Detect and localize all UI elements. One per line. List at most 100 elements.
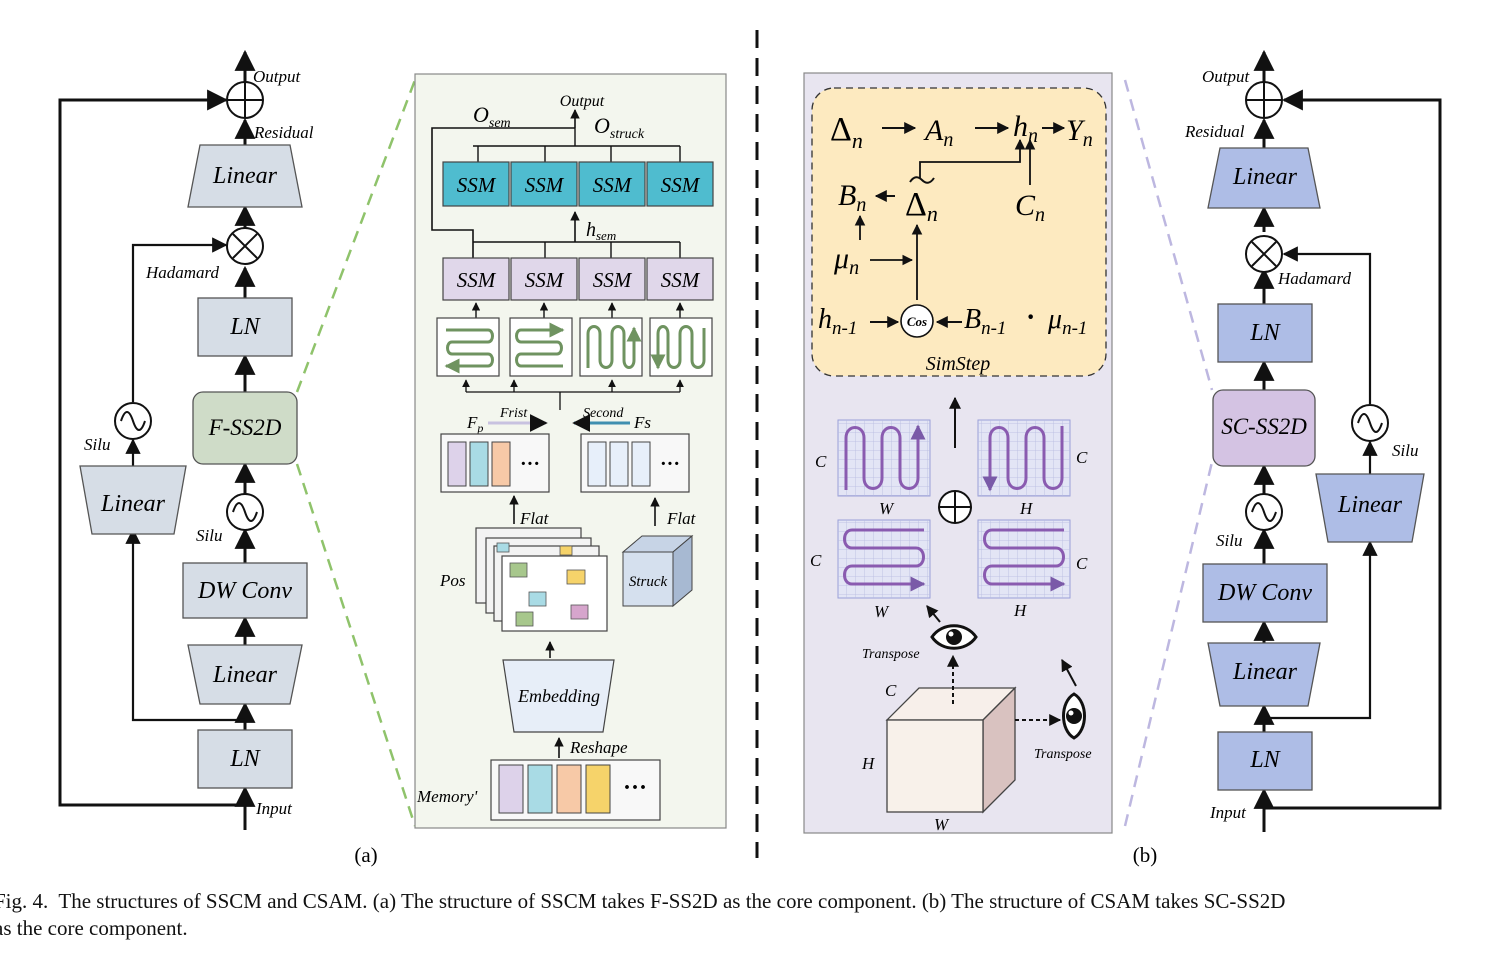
ln-bottom-block [197, 729, 293, 789]
linear-top-label: Linear [212, 163, 278, 189]
mu-n: μn [833, 242, 859, 279]
fp-ellipsis: ··· [520, 453, 540, 475]
fs-label: Fs [633, 413, 651, 432]
linear-bottom-label: Linear [212, 662, 278, 688]
output-label-b: Output [1202, 67, 1251, 86]
struck-label: Struck [629, 574, 668, 590]
ssm-mid-3-label: SSM [593, 268, 633, 292]
ln-top-block-b [1217, 303, 1313, 363]
block-a: LN Linear DW Conv Silu F-SS2D LN Hadamar… [58, 49, 378, 867]
silu-mid-label-b: Silu [1216, 531, 1242, 550]
flat-right-label: Flat [666, 509, 697, 528]
linear-top-label-b: Linear [1232, 164, 1298, 190]
ssm-top-3-label: SSM [593, 173, 633, 197]
feature-cube [885, 686, 1017, 814]
ssm-top-3 [578, 161, 646, 207]
ln-top-label-b: LN [1249, 320, 1281, 346]
w-label-1: W [879, 499, 895, 518]
zoom-connector-bottom [295, 463, 417, 827]
embedding-block [502, 659, 615, 733]
zoom-connector-b-bottom [1123, 461, 1214, 827]
linear-left-label: Linear [100, 491, 166, 517]
o-sem: Osem [473, 102, 511, 131]
panel-a: Output Osem Ostruck SSM SSM SSM SSM hsem… [414, 73, 727, 829]
hadamard-label-b: Hadamard [1277, 269, 1352, 288]
embedding-label: Embedding [517, 686, 600, 706]
fss2d-label: F-SS2D [208, 415, 282, 440]
ssm-mid-4 [646, 257, 714, 301]
eye-icon-right [1062, 692, 1086, 740]
scss2d-block [1212, 389, 1316, 467]
scss2d-label: SC-SS2D [1221, 414, 1307, 439]
h-label-3: H [861, 754, 876, 773]
y-n: Yn [1066, 114, 1093, 151]
linear-bottom-block-b [1207, 642, 1321, 707]
ssm-top-1-label: SSM [457, 173, 497, 197]
zoom-connector-b-top [1123, 79, 1214, 391]
c-label-1: C [815, 452, 827, 471]
ssm-mid-2-label: SSM [525, 268, 565, 292]
ln-top-label: LN [229, 314, 261, 340]
dwconv-label-b: DW Conv [1217, 580, 1312, 606]
mu-prev: μn-1 [1047, 304, 1087, 339]
c-label-4: C [1076, 554, 1088, 573]
ssm-mid-2 [510, 257, 578, 301]
dwconv-block [182, 562, 308, 619]
input-label-b: Input [1209, 803, 1247, 822]
linear-left-block [79, 465, 187, 535]
delta-tilde: Δn [905, 186, 938, 226]
linear-top-block [187, 144, 303, 208]
b-n: Bn [838, 179, 866, 216]
ssm-mid-1-label: SSM [457, 268, 497, 292]
scan-patterns-b [837, 419, 1071, 599]
residual-label-b: Residual [1184, 122, 1245, 141]
simstep-box [811, 87, 1107, 377]
subfig-b-label: (b) [1133, 843, 1158, 867]
transpose-right-label: Transpose [1034, 747, 1092, 762]
delta-n: Δn [830, 111, 863, 153]
linear-top-block-b [1207, 147, 1321, 209]
pos-maps [475, 527, 608, 632]
silu-mid-label: Silu [196, 526, 222, 545]
input-label: Input [255, 799, 293, 818]
panel-b: Δn An hn Yn Bn Δn Cn μn hn-1 Cos Bn-1 · … [803, 72, 1113, 834]
ssm-top-4 [646, 161, 714, 207]
memory-label: Memory' [416, 787, 478, 806]
h-sem: hsem [586, 219, 616, 243]
eye-icon-left [930, 624, 978, 650]
flat-left-label: Flat [519, 509, 550, 528]
first-label: Frist [499, 406, 528, 421]
ln-top-block [197, 297, 293, 357]
silu-right-label: Silu [1392, 441, 1418, 460]
block-b: LN Linear DW Conv Silu SC-SS2D LN Hadama… [1133, 49, 1442, 867]
memory-ellipsis: ··· [623, 775, 647, 801]
zoom-connector-top [295, 79, 417, 393]
ln-bottom-label: LN [229, 746, 261, 772]
scan-patterns-a [436, 317, 713, 377]
w-label-2: W [874, 602, 890, 621]
dwconv-block-b [1202, 563, 1328, 623]
linear-right-label: Linear [1337, 492, 1403, 518]
ssm-mid-1 [442, 257, 510, 301]
o-struck: Ostruck [594, 113, 645, 142]
second-label: Second [583, 406, 624, 421]
fp-label: Fp [466, 413, 483, 435]
silu-left-label: Silu [84, 435, 110, 454]
struck-cube [621, 534, 694, 608]
pos-label: Pos [439, 571, 466, 590]
dwconv-label: DW Conv [197, 578, 292, 604]
ssm-mid-3 [578, 257, 646, 301]
fs-ellipsis: ··· [660, 453, 680, 475]
h-label-1: H [1019, 499, 1034, 518]
c-label-3: C [810, 551, 822, 570]
reshape-label: Reshape [569, 738, 628, 757]
h-label-2: H [1013, 601, 1028, 620]
ssm-top-4-label: SSM [661, 173, 701, 197]
cos-label: Cos [907, 314, 927, 329]
h-n: hn [1013, 110, 1038, 147]
transpose-left-label: Transpose [862, 647, 920, 662]
ln-bottom-block-b [1217, 731, 1313, 791]
a-n: An [923, 114, 953, 151]
dot-op: · [1026, 302, 1035, 333]
